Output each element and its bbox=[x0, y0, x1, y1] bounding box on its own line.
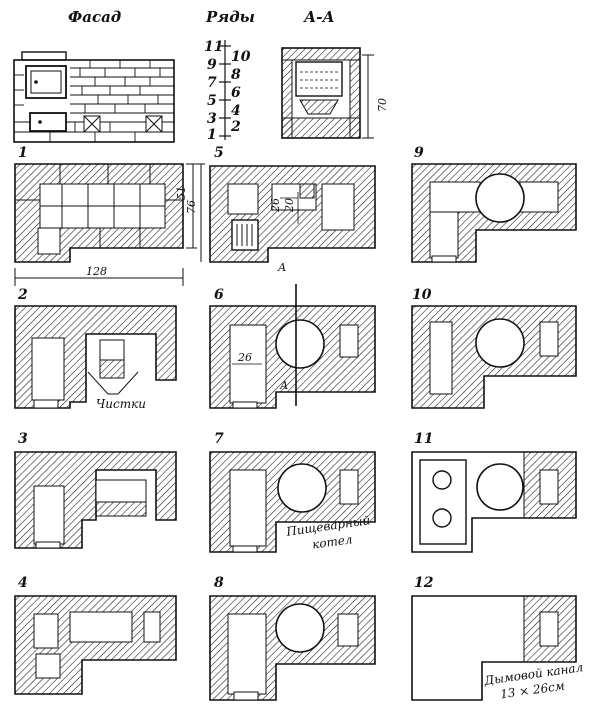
plan-row-5 bbox=[209, 165, 376, 263]
panel-number-5: 5 bbox=[214, 145, 224, 161]
row-number-6: 6 bbox=[231, 85, 241, 101]
plan-row-3 bbox=[14, 451, 177, 549]
row-number-9: 9 bbox=[207, 57, 217, 73]
dim-depth-51: 51 bbox=[175, 186, 188, 200]
facade-title: Фасад bbox=[68, 8, 122, 26]
panel-number-6: 6 bbox=[214, 287, 224, 303]
row-number-2: 2 bbox=[231, 119, 241, 135]
row-number-11: 11 bbox=[204, 39, 224, 55]
panel-number-4: 4 bbox=[18, 575, 28, 591]
rows-scale bbox=[219, 40, 231, 140]
row-number-1: 1 bbox=[207, 127, 217, 143]
panel-number-11: 11 bbox=[414, 431, 434, 447]
row-number-3: 3 bbox=[207, 111, 217, 127]
dim-depth-76: 76 bbox=[185, 200, 198, 214]
panel-number-8: 8 bbox=[214, 575, 224, 591]
rows-title: Ряды bbox=[206, 8, 255, 26]
facade-bricks bbox=[14, 60, 174, 142]
panel-number-1: 1 bbox=[18, 145, 28, 161]
ash-door bbox=[29, 112, 67, 132]
plan-row-6 bbox=[209, 284, 376, 409]
dim-width-128: 128 bbox=[86, 265, 107, 278]
row-number-10: 10 bbox=[231, 49, 251, 65]
row-number-4: 4 bbox=[231, 103, 241, 119]
dim-26-row5: 26 bbox=[269, 198, 282, 212]
section-height-dim: 70 bbox=[376, 98, 389, 112]
panel-number-2: 2 bbox=[18, 287, 28, 303]
row-number-8: 8 bbox=[231, 67, 241, 83]
row-number-5: 5 bbox=[207, 93, 217, 109]
dim-26-row6: 26 bbox=[238, 351, 252, 364]
facade-view bbox=[13, 51, 175, 143]
section-view bbox=[281, 47, 374, 139]
plan-row-1 bbox=[14, 163, 205, 286]
plan-row-8 bbox=[209, 595, 376, 701]
section-mark-top: А bbox=[278, 261, 287, 274]
panel-number-12: 12 bbox=[414, 575, 434, 591]
panel-number-10: 10 bbox=[412, 287, 432, 303]
section-mark-bottom: А bbox=[280, 379, 289, 392]
plan-row-7 bbox=[209, 451, 376, 553]
dim-20-row5: 20 bbox=[283, 198, 296, 212]
row-number-7: 7 bbox=[207, 75, 217, 91]
plan-row-2 bbox=[14, 305, 177, 409]
plan-row-11 bbox=[411, 451, 577, 553]
panel-number-7: 7 bbox=[214, 431, 224, 447]
section-title: А-А bbox=[304, 8, 335, 26]
cleanouts-label: Чистки bbox=[96, 397, 146, 411]
plan-row-10 bbox=[411, 305, 577, 409]
panel-number-3: 3 bbox=[18, 431, 28, 447]
plan-row-4 bbox=[14, 595, 177, 695]
plan-row-12 bbox=[411, 595, 577, 701]
panel-number-9: 9 bbox=[414, 145, 424, 161]
plan-row-9 bbox=[411, 163, 577, 263]
